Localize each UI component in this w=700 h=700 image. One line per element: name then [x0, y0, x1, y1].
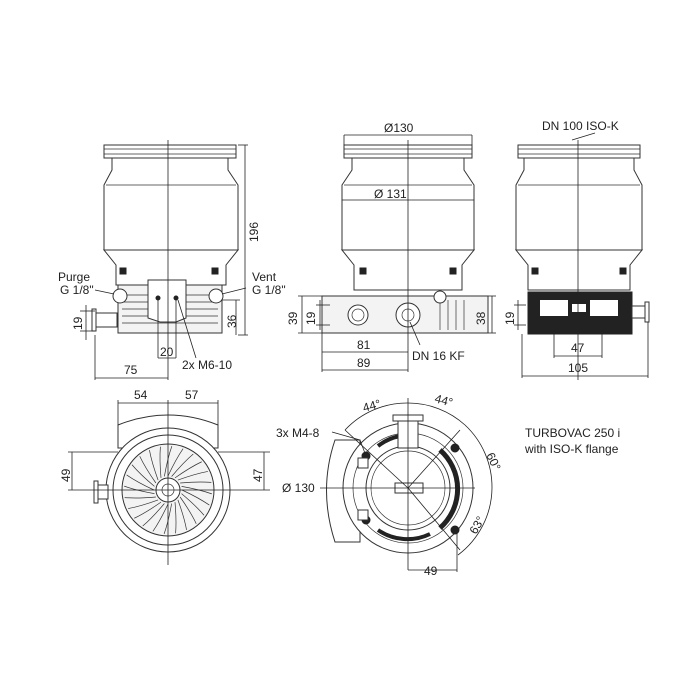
rotor-blade	[139, 456, 157, 484]
rear-view-pump	[514, 144, 650, 335]
caption-model: TURBOVAC 250 i	[525, 426, 620, 440]
rotor-blade	[174, 461, 202, 479]
side-89-label: 89	[357, 356, 371, 370]
angle-44-right-label: 44°	[433, 391, 454, 409]
rotor-blade	[159, 446, 162, 478]
side-body-dia-label: Ø 131	[374, 187, 407, 201]
rear-105-label: 105	[568, 361, 588, 375]
angle-63-label: 63°	[466, 514, 487, 537]
side-39-label: 39	[286, 311, 300, 325]
top-47-label: 47	[251, 468, 265, 482]
angle-44-left-label: 44°	[361, 397, 382, 415]
rotor-blade	[128, 499, 159, 509]
angle-60-label: 60°	[483, 450, 503, 473]
vent-label: Vent	[252, 270, 277, 284]
rotor-blade	[181, 489, 210, 506]
bottom-49-label: 49	[424, 564, 438, 578]
front-75-label: 75	[124, 363, 138, 377]
rear-47-label: 47	[571, 341, 585, 355]
front-19-label: 19	[71, 316, 85, 330]
rotor-blade	[171, 453, 194, 477]
side-81-label: 81	[357, 338, 371, 352]
rotor-blade	[152, 503, 169, 532]
top-49-label: 49	[59, 468, 73, 482]
side-port-label: DN 16 KF	[412, 349, 465, 363]
side-flange-dia-label: Ø130	[384, 121, 414, 135]
rotor-blade	[126, 474, 155, 491]
caption-flange: with ISO-K flange	[524, 442, 619, 456]
bottom-view-dimensions	[320, 398, 493, 572]
rotor-blade	[181, 493, 205, 516]
side-dimensions	[298, 134, 496, 372]
vent-thread-label: G 1/8"	[252, 283, 286, 297]
purge-label: Purge	[58, 270, 90, 284]
rotor-blade	[177, 499, 187, 530]
top-view-rotor	[93, 414, 231, 553]
rear-19-label: 19	[503, 311, 517, 325]
top-view-dimensions	[68, 400, 270, 565]
side-19-label: 19	[304, 311, 318, 325]
front-dimensions	[80, 144, 248, 380]
rotor-blade	[177, 471, 208, 481]
rotor-blade	[180, 481, 212, 484]
bottom-view-pump	[326, 414, 474, 554]
rotor-blade	[179, 496, 197, 524]
height-196-label: 196	[247, 222, 261, 242]
holes-label: 3x M4-8	[276, 426, 320, 440]
rotor-blade	[134, 501, 162, 519]
front-view-pump	[91, 144, 240, 334]
front-20-label: 20	[160, 345, 174, 359]
side-38-label: 38	[474, 311, 488, 325]
front-holes-label: 2x M6-10	[182, 358, 232, 372]
rotor-blade	[149, 450, 159, 481]
rotor-blade	[174, 502, 177, 534]
front-36-label: 36	[225, 314, 239, 328]
side-view-pump	[321, 144, 489, 334]
rear-flange-label: DN 100 ISO-K	[542, 119, 619, 133]
top-57-label: 57	[185, 388, 199, 402]
rotor-blade	[142, 503, 165, 527]
rotor-blade	[124, 496, 156, 499]
rear-dimensions	[514, 132, 649, 378]
purge-thread-label: G 1/8"	[60, 283, 94, 297]
rotor-blade	[167, 448, 184, 477]
rotor-blade	[131, 464, 155, 487]
top-54-label: 54	[134, 388, 148, 402]
bottom-dia-label: Ø 130	[282, 481, 315, 495]
